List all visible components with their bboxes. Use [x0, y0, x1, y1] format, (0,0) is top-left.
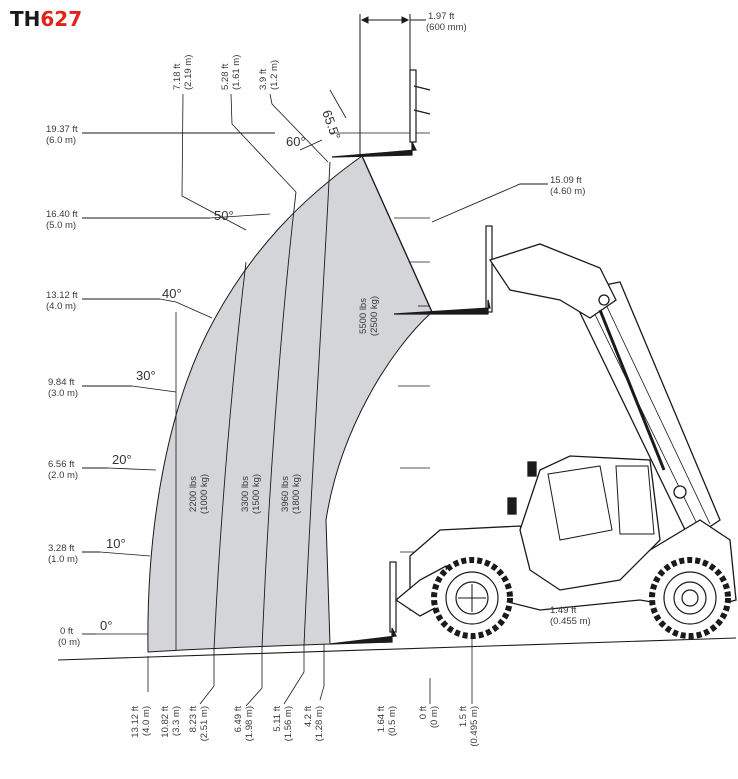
bottom-reach-1.64-ft: 1.64 ft: [376, 706, 387, 733]
bottom-reach-1.98-m: (1.98 m): [244, 706, 255, 741]
top-reach-leaders: [181, 93, 329, 231]
capacity-2200-lbs: 2200 lbs: [188, 476, 199, 512]
height-m-3.0: (3.0 m): [48, 388, 78, 399]
front-wheel: [431, 557, 513, 639]
angle-20: 20°: [112, 452, 132, 467]
height-ft-16.40: 16.40 ft: [46, 209, 78, 220]
height-m-5.0: (5.0 m): [46, 220, 76, 231]
bottom-reach-0-ft: 0 ft: [418, 706, 429, 720]
angle-0: 0°: [100, 618, 112, 633]
top-reach-3.9-ft: 3.9 ft: [258, 69, 269, 90]
top-reach-1.2-m: (1.2 m): [269, 60, 280, 90]
top-reach-labels: 7.18 ft (2.19 m) 5.28 ft (1.61 m) 3.9 ft…: [172, 55, 280, 90]
capacity-3300-lbs: 3300 lbs: [240, 476, 251, 512]
fork-width-dimension: [359, 14, 426, 156]
top-reach-2.19-m: (2.19 m): [183, 55, 194, 90]
angle-leaders: [96, 89, 347, 635]
telehandler-machine: [394, 243, 737, 617]
angle-30: 30°: [136, 368, 156, 383]
fork-top: [331, 69, 431, 158]
bottom-reach-6.49-ft: 6.49 ft: [233, 706, 244, 733]
bottom-reach-3.3-m: (3.3 m): [171, 706, 182, 736]
capacity-2500-kg: (2500 kg): [369, 296, 380, 336]
boom-head: [488, 243, 617, 319]
brand-model: 627: [40, 7, 82, 31]
angle-40: 40°: [162, 286, 182, 301]
capacity-line-1000kg: [213, 261, 247, 651]
capacity-1500-kg: (1500 kg): [251, 474, 262, 514]
bottom-reach-1.56-m: (1.56 m): [283, 706, 294, 741]
bottom-reach-10.82-ft: 10.82 ft: [160, 706, 171, 738]
top-reach-7.18-ft: 7.18 ft: [172, 63, 183, 90]
height-m-4.0: (4.0 m): [46, 301, 76, 312]
height-ft-13.12: 13.12 ft: [46, 290, 78, 301]
bottom-reach-8.23-ft: 8.23 ft: [188, 706, 199, 733]
brand-prefix: TH: [10, 7, 40, 31]
capacity-3960-lbs: 3960 lbs: [280, 476, 291, 512]
capacity-zone-border: [361, 155, 433, 313]
bottom-reach-4.2-ft: 4.2 ft: [303, 706, 314, 727]
top-reach-1.61-m: (1.61 m): [231, 55, 242, 90]
height-m-1.0: (1.0 m): [48, 554, 78, 565]
height-m-0: (0 m): [58, 637, 80, 648]
bottom-reach-0.5-m: (0.5 m): [387, 706, 398, 736]
height-ft-9.84: 9.84 ft: [48, 377, 75, 388]
load-zone: [147, 155, 433, 653]
rear-wheel: [649, 557, 731, 639]
capacity-1000-kg: (1000 kg): [199, 474, 210, 514]
height-ft-6.56: 6.56 ft: [48, 459, 75, 470]
bottom-reach-5.11-ft: 5.11 ft: [272, 706, 283, 732]
bottom-reach-13.12-ft: 13.12 ft: [130, 706, 141, 738]
angle-65.5: 65.5°: [319, 108, 344, 142]
bottom-reach-labels: 13.12 ft (4.0 m) 10.82 ft (3.3 m) 8.23 f…: [130, 706, 480, 747]
bottom-reach-2.51-m: (2.51 m): [199, 706, 210, 741]
capacity-1800-kg: (1800 kg): [291, 474, 302, 514]
fork-mid: [393, 225, 493, 315]
max-height-m: (4.60 m): [550, 186, 585, 197]
max-height-leader: [431, 183, 548, 223]
max-height-ft: 15.09 ft: [550, 175, 582, 186]
height-ft-3.28: 3.28 ft: [48, 543, 75, 554]
clearance-ft: 1.49 ft: [550, 605, 577, 616]
capacity-labels: 2200 lbs (1000 kg) 3300 lbs (1500 kg) 39…: [188, 296, 380, 514]
fork-width-ft: 1.97 ft: [428, 11, 455, 22]
fork-bottom: [329, 561, 397, 645]
angle-10: 10°: [106, 536, 126, 551]
top-reach-5.28-ft: 5.28 ft: [220, 63, 231, 90]
ground-line: [57, 637, 737, 661]
bottom-reach-0-m: (0 m): [429, 706, 440, 728]
capacity-line-1800kg: [303, 161, 331, 647]
fork-width-mm: (600 mm): [426, 22, 467, 33]
height-m-2.0: (2.0 m): [48, 470, 78, 481]
brand-logo: TH627: [10, 7, 82, 31]
angle-60: 60°: [286, 134, 306, 149]
bottom-reach-4.0-m: (4.0 m): [141, 706, 152, 736]
clearance-m: (0.455 m): [550, 616, 591, 627]
capacity-5500-lbs: 5500 lbs: [358, 298, 369, 334]
height-labels: 19.37 ft (6.0 m) 16.40 ft (5.0 m) 13.12 …: [46, 124, 80, 648]
bottom-reach-1.28-m: (1.28 m): [314, 706, 325, 741]
height-m-6.0: (6.0 m): [46, 135, 76, 146]
bottom-reach-0.495-m: (0.495 m): [469, 706, 480, 747]
bottom-reach-1.5-ft: 1.5 ft: [458, 706, 469, 727]
height-ft-19.37: 19.37 ft: [46, 124, 78, 135]
angle-50: 50°: [214, 208, 234, 223]
height-ft-0: 0 ft: [60, 626, 74, 637]
height-lines: [82, 132, 275, 635]
capacity-line-1500kg: [261, 191, 297, 649]
